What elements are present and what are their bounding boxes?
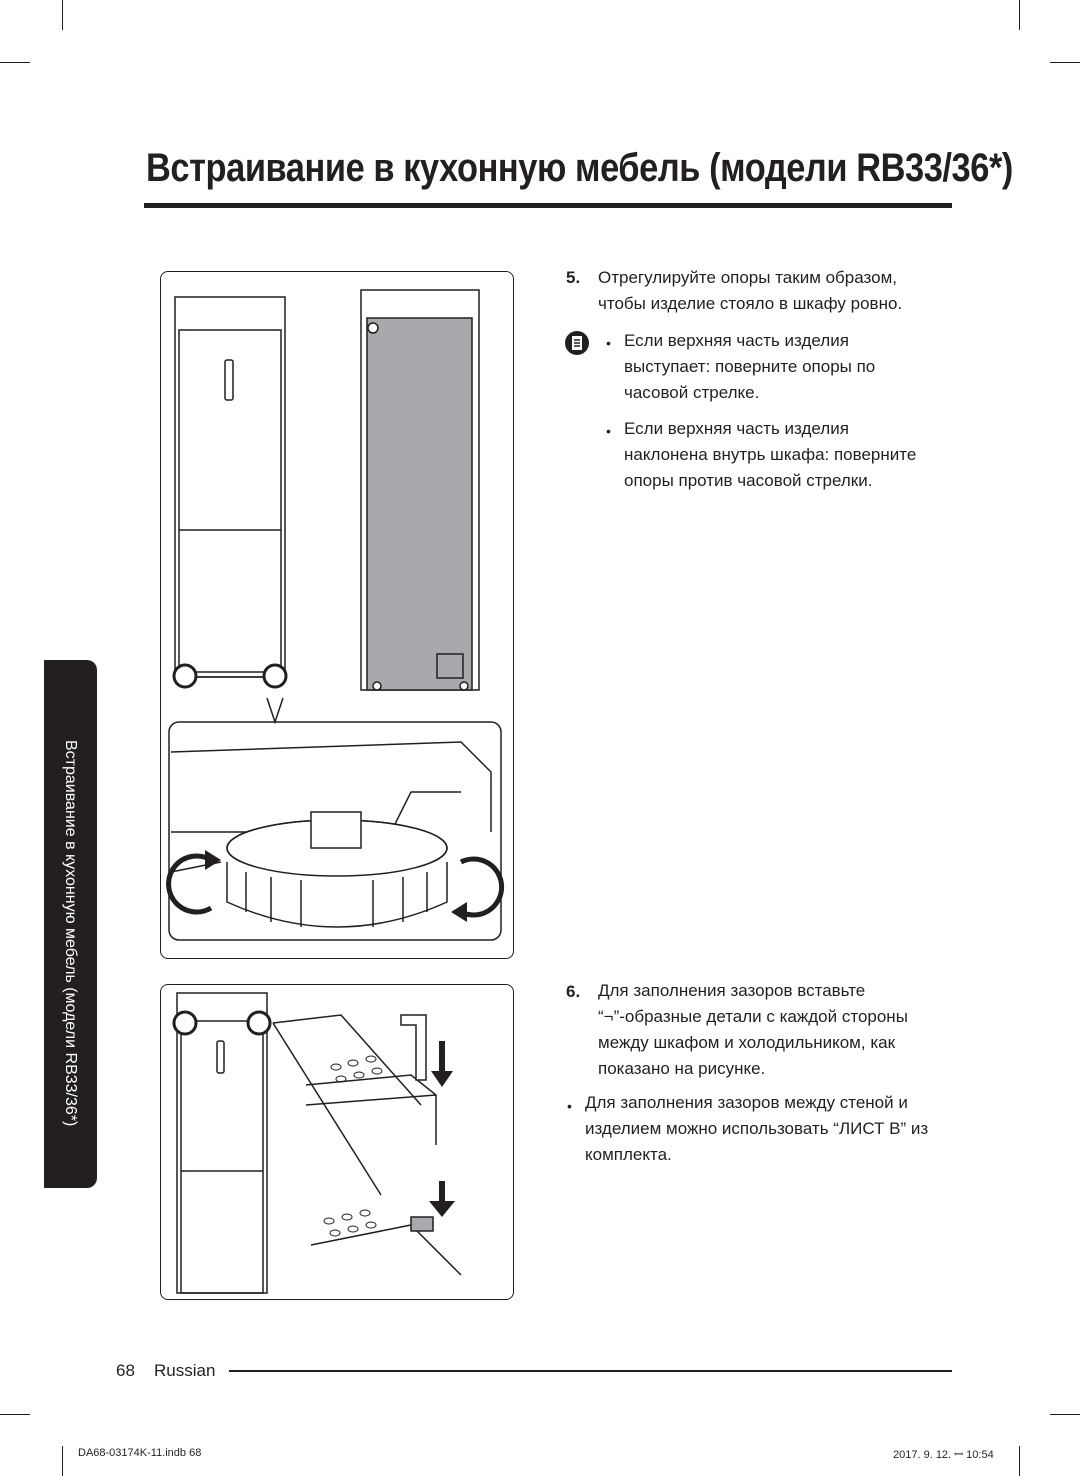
step-6-line-2: “¬”-образные детали с каждой стороны [598,1007,908,1026]
crop-mark [1019,1446,1020,1476]
note-5-bullet-1-line-2: выступает: поверните опоры по [624,357,876,376]
step-6-line-1: Для заполнения зазоров вставьте [598,981,866,1000]
crop-mark [62,1446,63,1476]
figure-gap-fillers-svg [172,992,462,1294]
slug-date: 2017. 9. 12. ꟷ 10:54 [893,1449,994,1461]
side-tab [44,660,97,1188]
step-6-bullet-line-1: Для заполнения зазоров между стеной и [585,1093,908,1112]
title-rule [144,203,952,208]
crop-mark [62,0,63,30]
rotate-counterclockwise-arrow-icon [205,850,221,870]
bullet-dot: • [606,423,611,439]
page-number: 68 [116,1361,135,1380]
step-6-bullet-line-3: комплекта. [585,1145,672,1164]
bullet-dot: • [567,1098,572,1114]
step-5-line-1: Отрегулируйте опоры таким образом, [598,268,897,287]
note-5-bullet-2-line-1: Если верхняя часть изделия [624,419,849,438]
rotate-clockwise-arrow-icon [451,902,467,922]
crop-mark [1019,0,1020,30]
step-6-line-4: показано на рисунке. [598,1059,766,1078]
note-5-bullet-1-line-3: часовой стрелке. [624,383,760,402]
step-6-bullet-line-2: изделием можно использовать “ЛИСТ В” из [585,1119,929,1138]
page-language: Russian [154,1361,216,1380]
down-arrow-icon [429,1041,455,1217]
note-5-bullet-2-line-3: опоры против часовой стрелки. [624,471,873,490]
figure-gap-fillers [160,984,514,1300]
step-5-line-2: чтобы изделие стояло в шкафу ровно. [598,294,903,313]
figure-level-adjustment-svg [166,289,505,941]
crop-mark [0,62,30,63]
step-5-number: 5. [566,268,581,287]
bullet-dot: • [606,335,611,351]
note-5-bullet-1-line-1: Если верхняя часть изделия [624,331,849,350]
side-tab-label: Встраивание в кухонную мебель (модели RB… [62,740,79,1127]
crop-mark [1050,1414,1080,1415]
step-6-number: 6. [566,982,581,1001]
note-5-bullet-2-line-2: наклонена внутрь шкафа: поверните [624,445,917,464]
figure-level-adjustment [160,271,514,959]
crop-mark [1050,62,1080,63]
slug-file: DA68-03174K-11.indb 68 [78,1447,202,1459]
step-6-line-3: между шкафом и холодильником, как [598,1033,896,1052]
note-icon [565,331,589,355]
page-title: Встраивание в кухонную мебель (модели RB… [146,146,1013,190]
footer-rule [229,1370,952,1372]
crop-mark [0,1414,30,1415]
